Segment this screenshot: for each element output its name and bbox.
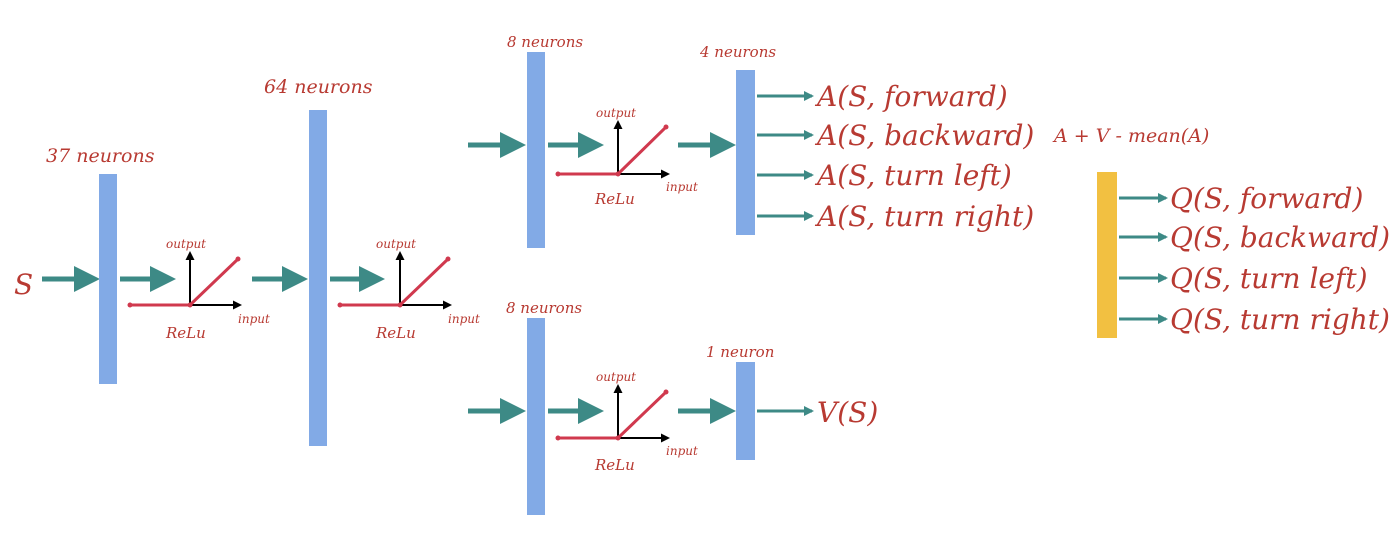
relu4-curve xyxy=(558,390,668,440)
relu2-input-label: input xyxy=(448,312,480,326)
q-output-turn-right: Q(S, turn right) xyxy=(1170,303,1390,336)
relu-graph-3: output input ReLu xyxy=(555,106,698,208)
arrow-relu3-to-adv-out xyxy=(678,132,736,158)
input-label: S xyxy=(14,268,33,301)
relu4-output-label: output xyxy=(596,370,636,384)
relu1-name: ReLu xyxy=(165,324,206,342)
adv-output-backward: A(S, backward) xyxy=(814,119,1034,152)
q-output-turn-left: Q(S, turn left) xyxy=(1170,262,1368,295)
layer2-bar xyxy=(309,110,327,446)
val-hidden-bar xyxy=(527,318,545,515)
arrow-relu1-to-l2 xyxy=(252,266,308,292)
layer2-label: 64 neurons xyxy=(264,76,373,98)
arrow-input-to-l1 xyxy=(42,266,100,292)
relu1-output-label: output xyxy=(166,237,206,251)
adv-output-arrows xyxy=(757,91,814,221)
value-output: V(S) xyxy=(817,396,878,429)
arrow-relu4-to-val-out xyxy=(678,398,736,424)
relu3-input-label: input xyxy=(666,180,698,194)
relu4-name: ReLu xyxy=(594,456,635,474)
combine-formula: A + V - mean(A) xyxy=(1052,125,1209,147)
adv-out-label: 4 neurons xyxy=(699,43,776,61)
layer1-label: 37 neurons xyxy=(46,145,155,167)
relu2-name: ReLu xyxy=(375,324,416,342)
q-output-arrows xyxy=(1119,193,1168,324)
q-output-bar xyxy=(1097,172,1117,338)
arrow-val-hidden-to-relu xyxy=(548,398,604,424)
relu3-name: ReLu xyxy=(594,190,635,208)
relu2-output-label: output xyxy=(376,237,416,251)
arrow-l2-to-relu2 xyxy=(330,266,385,292)
adv-output-forward: A(S, forward) xyxy=(814,80,1008,113)
layer1-bar xyxy=(99,174,117,384)
relu3-output-label: output xyxy=(596,106,636,120)
relu-graph-4: output input ReLu xyxy=(555,370,698,474)
adv-hidden-bar xyxy=(527,52,545,248)
adv-output-turn-right: A(S, turn right) xyxy=(814,200,1034,233)
arrow-adv-hidden-to-relu xyxy=(548,132,604,158)
adv-hidden-label: 8 neurons xyxy=(507,33,583,51)
arrow-into-adv-hidden xyxy=(468,132,526,158)
relu2-curve xyxy=(340,257,450,307)
arrow-into-val-hidden xyxy=(468,398,526,424)
q-output-backward: Q(S, backward) xyxy=(1170,221,1390,254)
relu3-curve xyxy=(558,125,668,176)
val-out-bar xyxy=(736,362,755,460)
q-output-forward: Q(S, forward) xyxy=(1170,182,1363,215)
adv-output-turn-left: A(S, turn left) xyxy=(814,159,1012,192)
val-hidden-label: 8 neurons xyxy=(506,299,582,317)
arrow-l1-to-relu1 xyxy=(120,266,176,292)
relu-graph-1: output input ReLu xyxy=(127,237,270,342)
relu1-curve xyxy=(130,257,240,307)
val-out-label: 1 neuron xyxy=(706,343,774,361)
relu1-input-label: input xyxy=(238,312,270,326)
relu4-input-label: input xyxy=(666,444,698,458)
adv-out-bar xyxy=(736,70,755,235)
relu-graph-2: output input ReLu xyxy=(337,237,480,342)
